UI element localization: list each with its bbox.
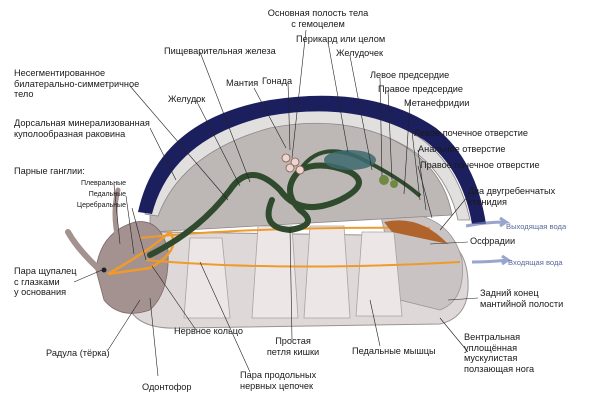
label-nerve-ring: Нервное кольцо bbox=[174, 326, 244, 336]
label-pedal: Педальные bbox=[88, 191, 126, 198]
label-left-renal: Левое почечное отверстие bbox=[414, 128, 528, 138]
gut bbox=[147, 162, 362, 258]
label-pericardium: Перикард или целом bbox=[296, 34, 386, 44]
label-gonad: Гонада bbox=[262, 76, 293, 86]
label-dorsal-shell: Дорсальная минерализованная куполообразн… bbox=[14, 118, 150, 139]
label-osphradia: Осфрадии bbox=[470, 236, 516, 246]
label-ventral-foot: Вентральная уплощённая мускулистая полза… bbox=[464, 332, 535, 374]
label-tentacles: Пара щупалец с глазками у основания bbox=[14, 266, 77, 297]
label-right-atrium: Правое предсердие bbox=[378, 84, 463, 94]
label-mantle: Мантия bbox=[226, 78, 259, 88]
head bbox=[95, 221, 169, 314]
heart-atrium-2 bbox=[390, 180, 398, 188]
label-left-atrium: Левое предсердие bbox=[370, 70, 450, 80]
label-radula: Радула (тёрка) bbox=[46, 348, 110, 358]
leader-lines bbox=[73, 29, 479, 377]
label-intestine: Простая петля кишки bbox=[266, 336, 320, 357]
label-pleural: Плевральные bbox=[80, 180, 126, 187]
label-stomach2: Желудок bbox=[168, 94, 206, 104]
tentacle-left bbox=[65, 229, 105, 275]
label-paired-ganglia: Парные ганглии: bbox=[14, 166, 85, 176]
label-metanephridia: Метанефридии bbox=[404, 98, 470, 108]
label-pedal-muscles: Педальные мышцы bbox=[352, 346, 436, 356]
nerve-ring bbox=[107, 230, 175, 276]
label-posterior-mantle: Задний конец мантийной полости bbox=[480, 288, 564, 309]
label-nerve-cords: Пара продольных нервных цепочек bbox=[240, 370, 317, 391]
label-cerebral: Церебральные bbox=[76, 202, 126, 209]
nerve-cord-2 bbox=[145, 259, 461, 268]
label-ctenidia: Два двугребенчатых ктенидия bbox=[468, 186, 556, 207]
label-right-renal: Правое почечное отверстие bbox=[420, 160, 540, 170]
pericardium bbox=[324, 150, 376, 170]
label-digestive-gland: Пищеварительная железа bbox=[164, 46, 276, 56]
gonad bbox=[281, 153, 305, 175]
tentacle-right bbox=[112, 187, 121, 243]
heart-atrium bbox=[379, 175, 389, 185]
shell bbox=[138, 95, 486, 224]
label-unsegmented-body: Несегментированное билатерально-симметри… bbox=[14, 68, 140, 99]
label-body-cavity: Основная полость тела с гемоцелем bbox=[267, 8, 369, 29]
inflow-arrow bbox=[471, 254, 513, 266]
label-anal: Анальное отверстие bbox=[418, 144, 506, 154]
pedal-muscles bbox=[183, 225, 403, 319]
label-stomach: Желудочек bbox=[336, 48, 384, 58]
outflow-arrow bbox=[465, 216, 511, 228]
label-inflow: Входящая вода bbox=[508, 258, 563, 267]
ctenidia bbox=[384, 220, 448, 244]
eye bbox=[101, 267, 107, 273]
label-odontophore: Одонтофор bbox=[142, 382, 192, 392]
label-outflow: Выходящая вода bbox=[506, 222, 567, 231]
